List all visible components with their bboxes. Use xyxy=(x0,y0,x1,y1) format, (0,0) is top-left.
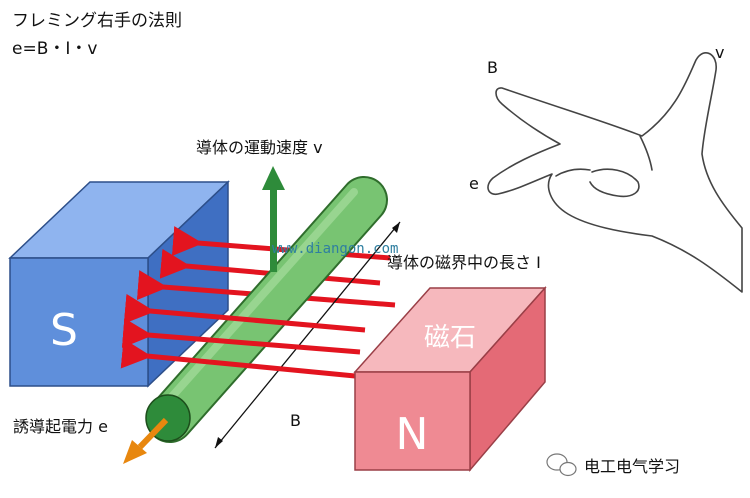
velocity-arrow xyxy=(262,166,285,272)
field-label: B xyxy=(290,411,301,430)
pole-s-label: S xyxy=(50,305,78,356)
magnetic-field-arrows-front xyxy=(120,293,366,379)
formula: e=B・I・v xyxy=(12,39,97,59)
knuckle-line xyxy=(555,168,591,177)
title: フレミング右手の法則 xyxy=(12,11,182,31)
emf-arrow xyxy=(123,417,169,464)
magnet-label: 磁石 xyxy=(424,323,476,353)
hand-label-e: e xyxy=(469,174,479,193)
hand-label-b: B xyxy=(487,58,498,77)
wechat-icon xyxy=(546,453,577,477)
conductor xyxy=(145,176,388,443)
thumb-line xyxy=(639,135,653,171)
footer-badge: 电工电气学习 xyxy=(546,453,680,477)
s-magnet: S xyxy=(8,180,230,388)
pole-n-label: N xyxy=(396,409,429,460)
footer-text: 电工电气学习 xyxy=(584,457,680,476)
emf-label: 誘導起電力 e xyxy=(13,417,108,436)
hand-outline xyxy=(487,52,743,293)
n-magnet: 磁石 N xyxy=(353,286,547,473)
hand-label-v: v xyxy=(715,43,724,62)
hand-illustration xyxy=(487,52,743,293)
watermark: www.diangon.com xyxy=(272,241,398,257)
finger-crease xyxy=(589,168,640,198)
length-label: 導体の磁界中の長さ I xyxy=(387,253,541,272)
length-arrow xyxy=(214,221,401,449)
velocity-label: 導体の運動速度 v xyxy=(196,138,323,157)
